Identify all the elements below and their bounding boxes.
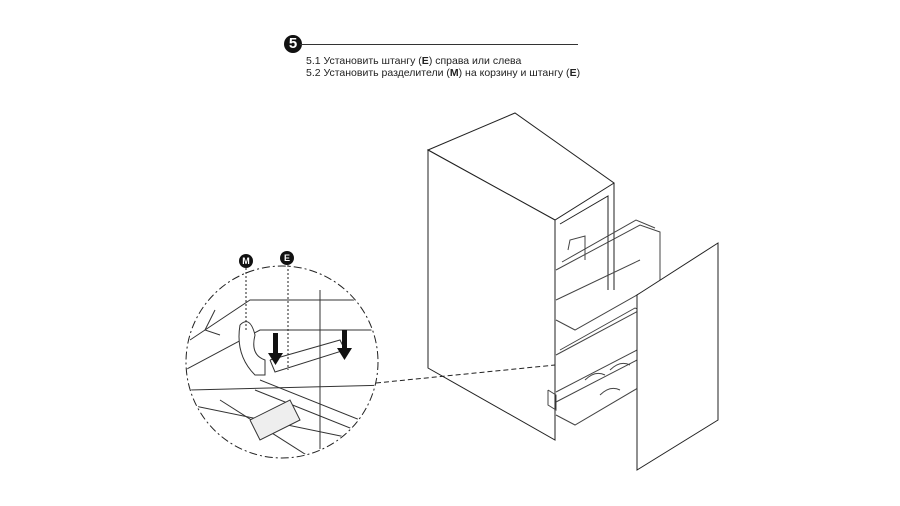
step-number-badge: 5 [284, 35, 302, 53]
text: E [569, 67, 577, 79]
header-divider [300, 44, 578, 45]
text: ) справа или слева [428, 55, 522, 67]
detail-magnifier [185, 265, 379, 459]
text: M [449, 67, 459, 79]
text: 5.1 Установить штангу ( [306, 55, 422, 67]
drawer-front-panel [636, 242, 719, 471]
instruction-5-1: 5.1 Установить штангу (E) справа или сле… [306, 55, 521, 67]
cabinet [426, 112, 615, 441]
callout-rail-e: E [280, 251, 294, 265]
text: ) [576, 67, 581, 79]
text: 5.2 Установить разделители ( [306, 67, 450, 79]
instruction-5-2: 5.2 Установить разделители (M) на корзин… [306, 67, 580, 79]
text: E [421, 55, 429, 67]
arrow-down-icon [268, 330, 352, 365]
text: ) на корзину и штангу ( [458, 67, 570, 79]
callout-divider-m: M [239, 254, 253, 268]
pull-out-basket [547, 219, 661, 426]
callout-leader [375, 364, 556, 384]
